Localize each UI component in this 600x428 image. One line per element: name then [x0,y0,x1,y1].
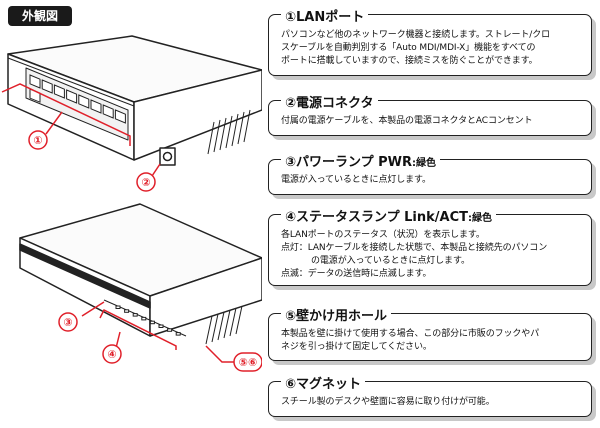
status-led [158,324,164,328]
panel-lan-port: ①LANポート パソコンなど他のネットワーク機器と接続します。ストレート/クロ … [268,6,592,76]
lan-port [114,109,126,124]
panel-title: ⑤壁かけ用ホール [281,305,392,324]
panel-body: 本製品を壁に掛けて使用する場合、この部分に市販のフックやパ ネジを引っ掛けて固定… [281,329,540,352]
svg-text:③: ③ [63,316,72,329]
panel-title: ③パワーランプ PWR:緑色 [281,151,441,170]
panel-body: スチール製のデスクや壁面に容易に取り付けが可能。 [281,397,495,407]
figure-tag: 外観図 [8,6,72,26]
callout-2: ② [136,172,156,192]
callout-4: ④ [102,344,122,364]
callout-1-bracket [1,83,131,146]
lan-port [90,99,102,114]
status-led [115,305,121,309]
panel-status-lamp: ④ステータスランプ Link/ACT:緑色 各LANポートのステータス（状況）を… [268,206,592,286]
device-illustrations: ① ② ③ ④ [1,35,262,372]
panel-body: 電源が入っているときに点灯します。 [281,175,431,185]
lan-port [102,104,114,119]
panel-body: パソコンなど他のネットワーク機器と接続します。ストレート/クロ スケーブルを自動… [281,30,551,66]
status-led [141,316,147,321]
panel-title: ②電源コネクタ [281,92,378,111]
callout-4-bracket [99,308,177,350]
panel-title: ①LANポート [281,6,369,25]
panel-magnet: ⑥マグネット スチール製のデスクや壁面に容易に取り付けが可能。 [268,373,592,417]
lan-port [41,79,53,94]
lan-port [53,84,65,99]
lan-port [29,74,41,89]
svg-text:②: ② [141,176,150,189]
callout-2-leader [151,163,161,177]
panel-body: 各LANポートのステータス（状況）を表示します。 点灯：LANケーブルを接続した… [281,230,548,279]
panel-wall-hole: ⑤壁かけ用ホール 本製品を壁に掛けて使用する場合、この部分に市販のフックやパ ネ… [268,305,592,361]
svg-text:④: ④ [107,348,116,361]
callout-3: ③ [58,312,78,332]
svg-text:①: ① [33,134,42,147]
panel-body: 付属の電源ケーブルを、本製品の電源コネクタとACコンセント [281,116,533,126]
switch-front-view [19,203,262,345]
lan-port [78,94,90,109]
callout-1: ① [28,130,48,150]
panel-power-lamp: ③パワーランプ PWR:緑色 電源が入っているときに点灯します。 [268,151,592,195]
status-led [124,309,130,313]
panel-title: ④ステータスランプ Link/ACT:緑色 [281,206,497,225]
status-led [149,320,155,325]
status-led [132,313,138,317]
callout-56-leader [205,345,236,363]
status-leds [115,305,181,336]
callout-3-leader [81,301,105,317]
panel-title: ⑥マグネット [281,373,366,392]
lan-port [66,89,78,104]
callout-5-6: ⑤⑥ [233,352,262,372]
callout-4-leader [115,331,121,349]
svg-text:⑤⑥: ⑤⑥ [239,356,258,369]
vent-slits-bottom [205,305,243,345]
lan-ports [29,74,126,124]
status-led [167,328,173,332]
vent-slits-top [207,109,251,155]
callout-1-leader [45,111,63,135]
panel-power-connector: ②電源コネクタ 付属の電源ケーブルを、本製品の電源コネクタとACコンセント [268,92,592,136]
status-led [175,332,181,336]
switch-rear-view [7,35,262,166]
